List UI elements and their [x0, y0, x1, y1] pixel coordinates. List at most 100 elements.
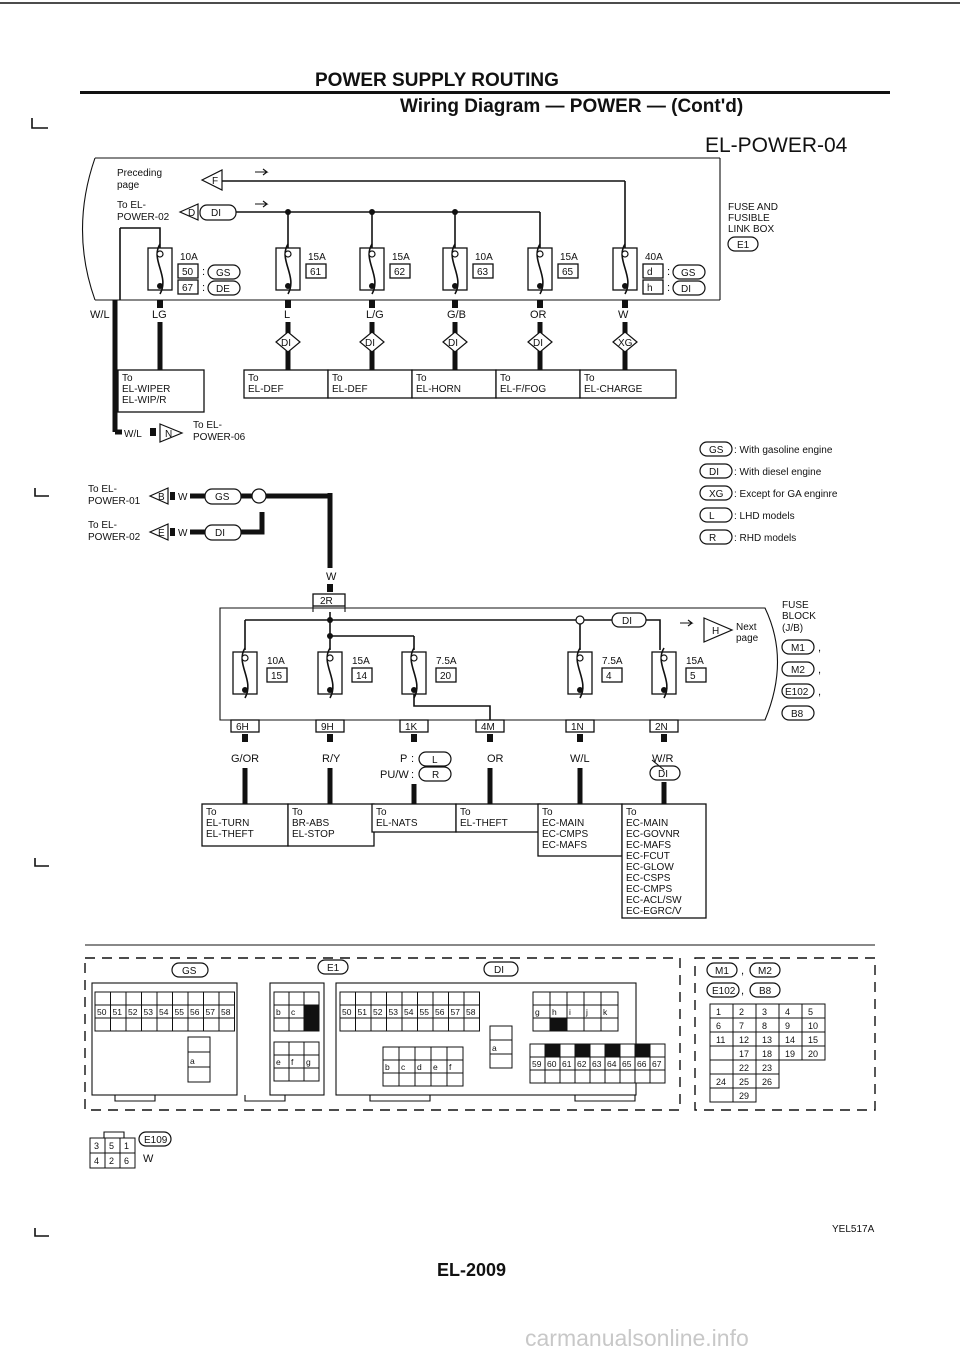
top-fuse-numbox2-5 [642, 279, 664, 295]
fb-dest-text-5-0: To [626, 807, 637, 818]
jb-text-0-3: 4 [785, 1007, 790, 1017]
wire-lg: LG [152, 309, 167, 321]
top-cond-diamond-4 [527, 331, 553, 353]
conn-h: H [712, 626, 719, 637]
legend-oval-3 [699, 507, 733, 523]
di-row59-text-0-7: 66 [637, 1059, 647, 1069]
gs-code-mid: GS [215, 492, 230, 503]
top-fuse-colon-5: : [667, 266, 670, 278]
di-ghijk-text-0-4: k [603, 1007, 608, 1017]
top-fuse-num-0: 50 [182, 267, 194, 278]
preceding-label-2: page [117, 180, 140, 191]
di-row50-text-0-4: 54 [404, 1007, 414, 1017]
fb-di-line [651, 759, 665, 771]
fb-conn-box-5 [649, 719, 679, 733]
fb-dest-text-2-0: To [376, 807, 387, 818]
jb-text-1-1: 7 [739, 1021, 744, 1031]
di-bcdef-text-0-2: d [417, 1062, 422, 1072]
to-el-power02-1: To EL- [117, 200, 146, 211]
di-code-fb: DI [622, 616, 632, 627]
di-row59-text-0-8: 67 [652, 1059, 662, 1069]
fb-dest-text-5-7: EC-CMPS [626, 884, 672, 895]
top-fuse-3-element [451, 243, 459, 295]
di-row50-text-0-2: 52 [373, 1007, 383, 1017]
fb-conn-term-1 [327, 734, 333, 742]
top-dest-text-1-1: EL-DEF [248, 384, 284, 395]
to-el-power06-2: POWER-06 [193, 432, 246, 443]
fuse-block: DI H Next page FUSE BLOCK (J/B) [219, 600, 816, 721]
jb-text-6-1: 29 [739, 1091, 749, 1101]
fb-dest-text-0-2: EL-THEFT [206, 829, 254, 840]
legend-text-3: : LHD models [734, 511, 795, 522]
fb-code-oval-3 [781, 705, 815, 721]
jb-cell-0-3 [778, 1003, 803, 1019]
top-fuse-numbox-5 [642, 263, 664, 279]
svg-text::: : [411, 769, 414, 781]
di-row59-text-0-6: 65 [622, 1059, 632, 1069]
next-page-2: page [736, 633, 759, 644]
di-bot4-cell-0-6 [619, 1069, 636, 1084]
fb-conn-1: 9H [321, 722, 334, 733]
fb-fuse-0-pin [241, 654, 249, 662]
page-title: POWER SUPPLY ROUTING [315, 70, 559, 91]
top-fuse-cond-0: GS [216, 268, 231, 279]
top-dest-box-0 [117, 369, 205, 413]
gs-top-cell-0-1 [110, 991, 127, 1006]
jb-cell-1-1 [732, 1017, 757, 1033]
fb-fuse-3-pin [576, 654, 584, 662]
di-top3-cell-0-2 [414, 1046, 432, 1061]
e1-mid-cell-0-2 [303, 1017, 320, 1032]
gs-top-cell-0-4 [156, 991, 173, 1006]
fb-code-oval-2 [781, 683, 815, 699]
top-fuse-3-pin [451, 250, 459, 258]
di-top4-cell-0-1 [544, 1043, 561, 1058]
top-fuse-term-2 [369, 300, 375, 308]
top-dest-box-5 [579, 369, 677, 399]
jb-text-3-1: 17 [739, 1049, 749, 1059]
fb-conn-5: 2N [655, 722, 668, 733]
top-fuse-cond2-0: DE [216, 284, 230, 295]
e1-bcd-text-0-0: b [276, 1007, 281, 1017]
fb-fuse-num-0: 15 [271, 671, 283, 682]
e1-top2-cell-0-1 [288, 1041, 305, 1056]
fb-wire-labels: G/OR R/Y P : L PU/W : R OR W/L W/R DI [231, 751, 681, 782]
top-fuse-num-3: 63 [477, 267, 489, 278]
legend-oval-0 [699, 441, 733, 457]
e1-top2-cell-0-0 [273, 1041, 290, 1056]
gs-top-cell-0-2 [125, 991, 142, 1006]
fb-conn-term-3 [487, 734, 493, 742]
fb-fuse-num-3: 4 [606, 671, 612, 682]
di-ghijk-text-0-0: g [535, 1007, 540, 1017]
gs-row50-text-0-0: 50 [97, 1007, 107, 1017]
di-top3-cell-0-3 [430, 1046, 448, 1061]
fb-fuse-num-1: 14 [356, 671, 368, 682]
di-bot3-cell-0-0 [382, 1072, 400, 1087]
fb-fuse-1-element [326, 647, 334, 699]
top-fuse-term-1 [285, 300, 291, 308]
e1-code-conn: E1 [327, 963, 340, 974]
di-row59-text-0-0: 59 [532, 1059, 542, 1069]
fb-code-comma-2: , [818, 686, 821, 698]
to-el-power01-1: To EL- [88, 484, 117, 495]
di-bot2-cell-0-4 [600, 1017, 619, 1032]
top-dest-text-4-0: To [500, 373, 511, 384]
m1-code: M1 [715, 966, 729, 977]
jb-text-3-3: 19 [785, 1049, 795, 1059]
fb-fuse-3-pin2 [577, 687, 583, 693]
wire-w: W [618, 309, 629, 321]
gs-top-cell-0-8 [218, 991, 235, 1006]
legend-text-0: : With gasoline engine [734, 445, 833, 456]
fb-fuse-numbox-1 [351, 667, 373, 683]
cond-di-fb: DI [658, 769, 668, 780]
gs-top-cell-0-6 [187, 991, 204, 1006]
di-top-cell-0-6 [432, 991, 449, 1006]
legend-text-2: : Except for GA enginre [734, 489, 838, 500]
preceding-label-1: Preceding [117, 168, 162, 179]
e1-code: E1 [737, 240, 750, 251]
jb-text-1-3: 9 [785, 1021, 790, 1031]
di-top3-cell-0-4 [446, 1046, 464, 1061]
di-ghijk-text-0-3: j [585, 1007, 588, 1017]
